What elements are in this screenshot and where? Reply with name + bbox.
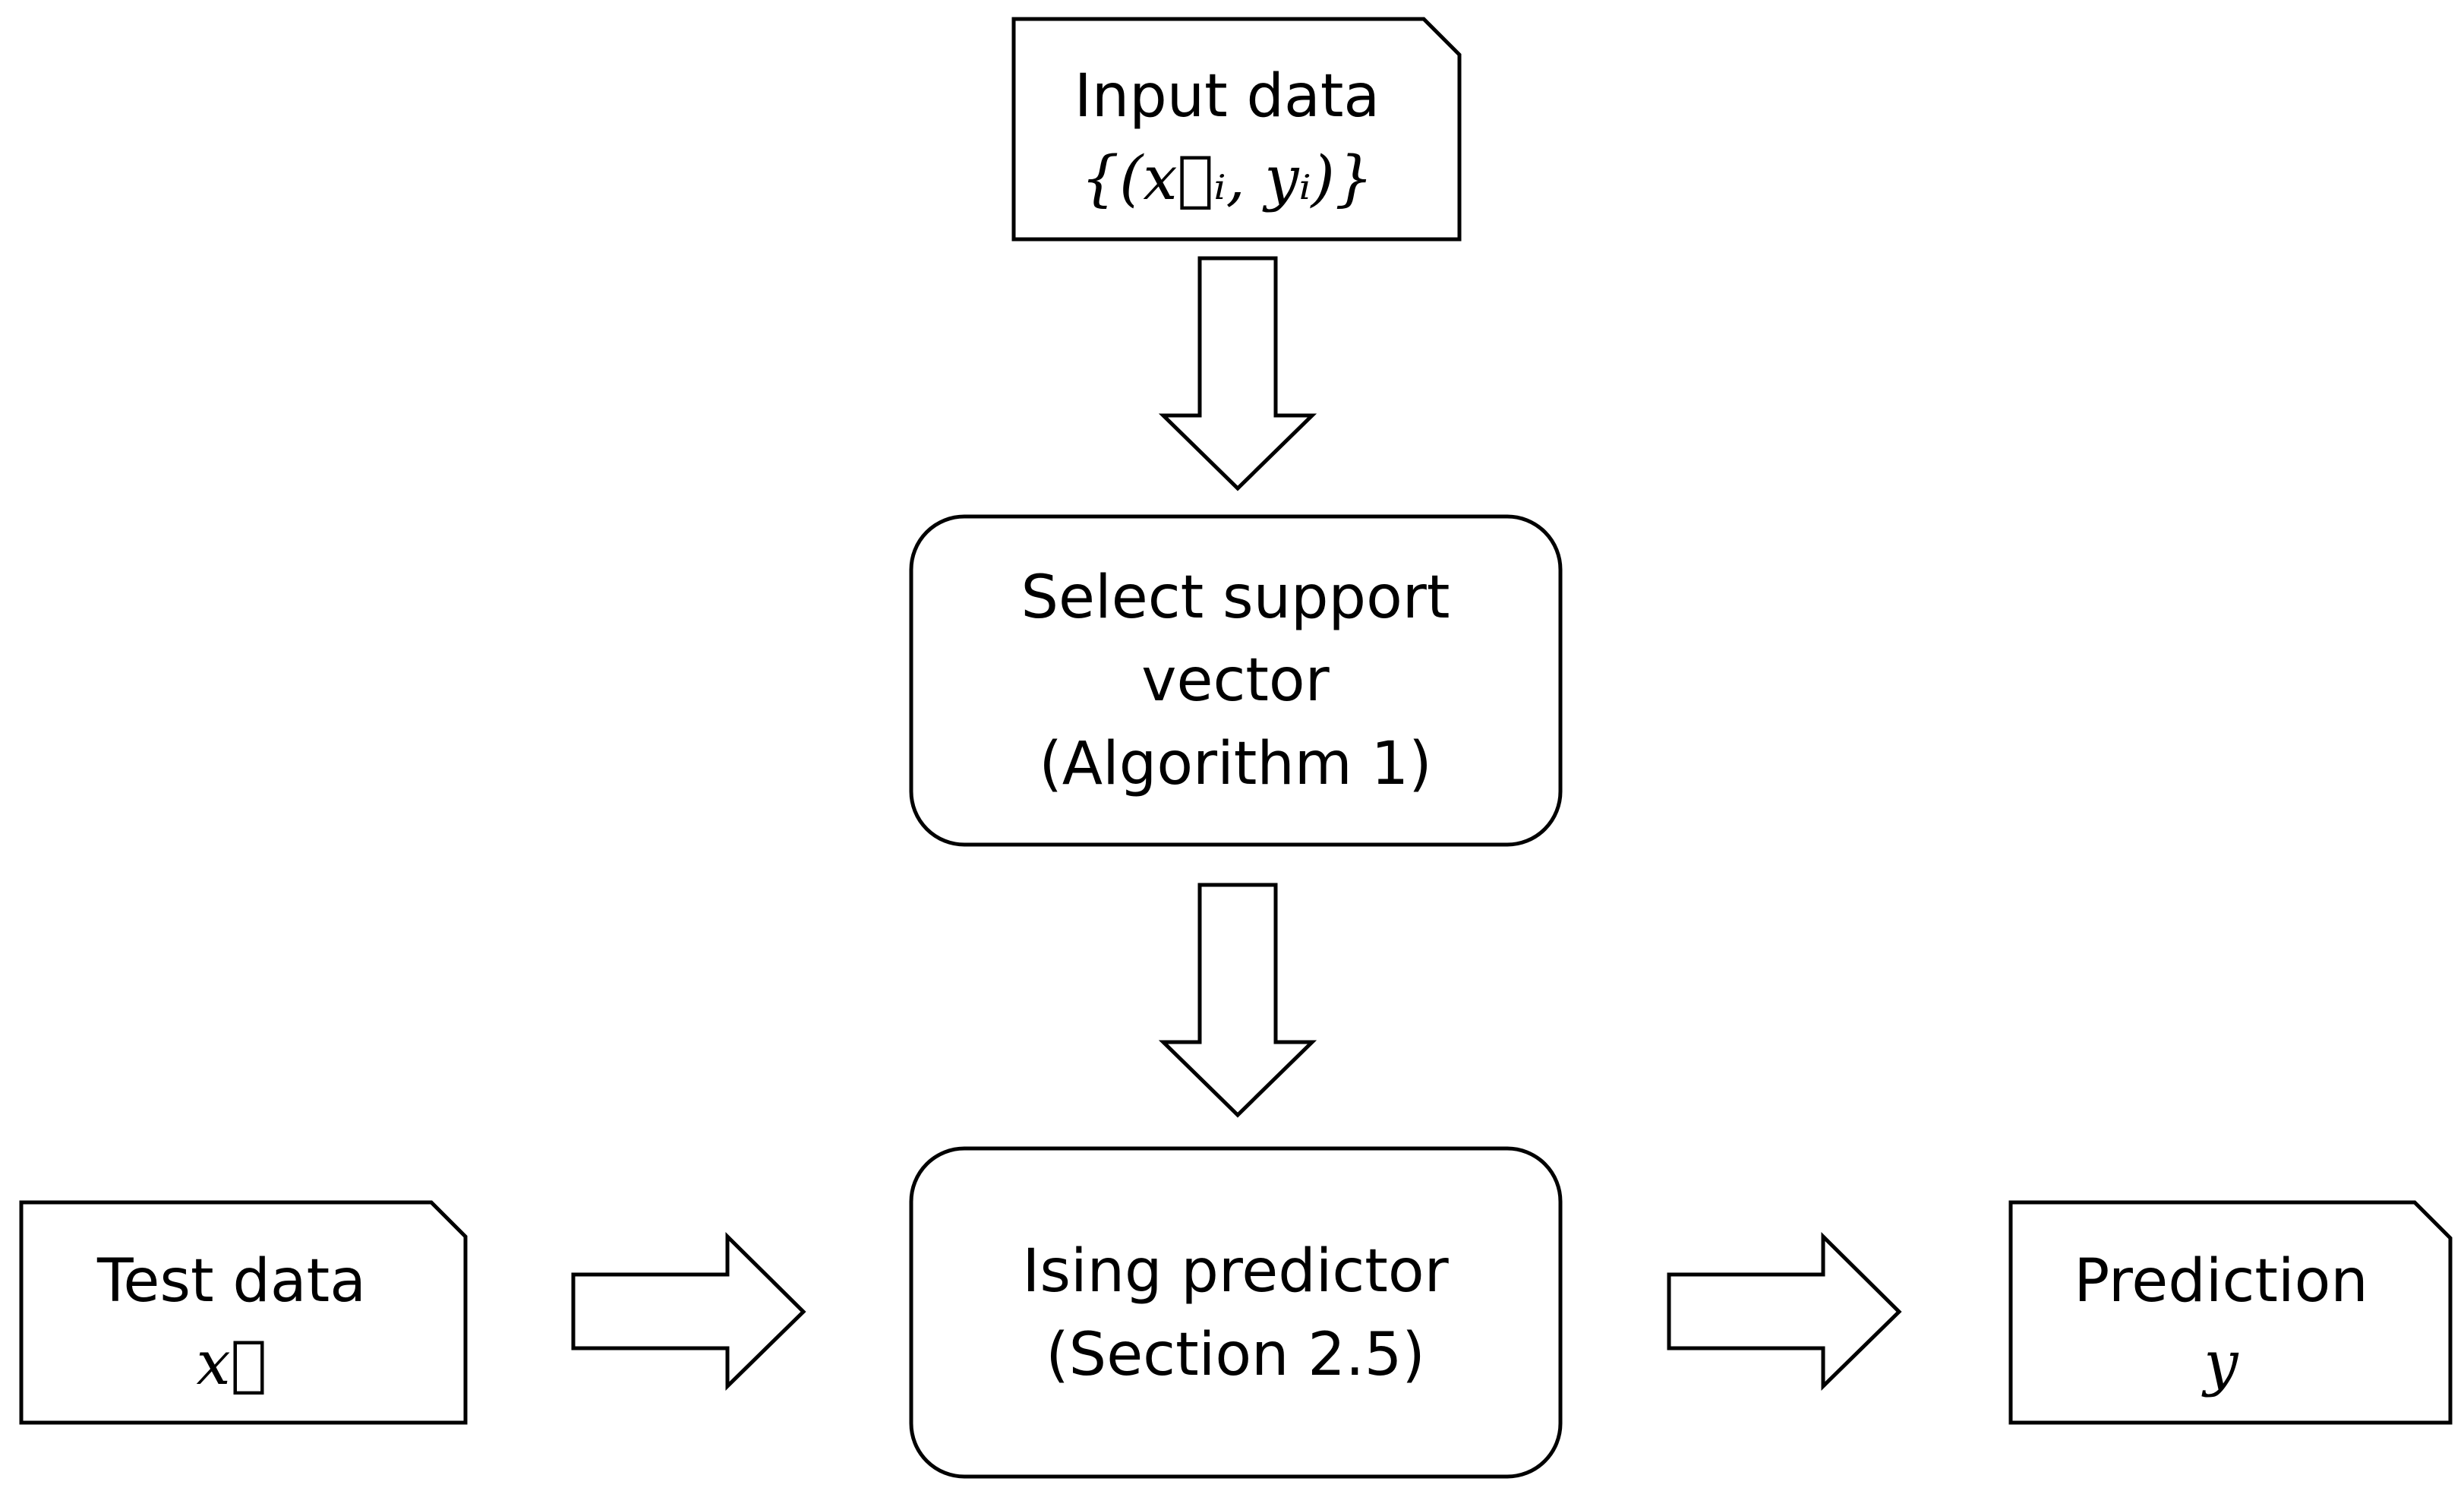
input-data-document-shape — [1011, 17, 1462, 242]
prediction-label: Prediction — [2074, 1247, 2368, 1316]
arrow-right-icon — [1667, 1232, 1902, 1391]
ising-predictor-box — [909, 1146, 1563, 1479]
test-data-math: x⃗ — [196, 1328, 267, 1398]
input-data-math: {(x⃗ᵢ, yᵢ)} — [1081, 143, 1374, 213]
select-support-vector-line1: Select support — [1021, 564, 1450, 632]
test-data-node: Test data x⃗ — [19, 1200, 468, 1425]
prediction-node: Prediction y — [2008, 1200, 2453, 1425]
test-data-document-shape — [19, 1200, 468, 1425]
test-data-label: Test data — [96, 1247, 366, 1316]
ising-predictor-line2: (Section 2.5) — [1046, 1321, 1425, 1389]
input-data-node: Input data {(x⃗ᵢ, yᵢ)} — [1011, 17, 1462, 242]
prediction-math: y — [2201, 1328, 2239, 1398]
input-data-label: Input data — [1074, 62, 1380, 131]
select-support-vector-line3: (Algorithm 1) — [1039, 730, 1431, 798]
arrow-down-icon — [1158, 256, 1317, 491]
arrow-right-icon — [571, 1232, 806, 1391]
prediction-document-shape — [2008, 1200, 2453, 1425]
ising-predictor-node: Ising predictor (Section 2.5) — [909, 1146, 1563, 1479]
select-support-vector-line2: vector — [1141, 646, 1330, 715]
ising-predictor-line1: Ising predictor — [1022, 1237, 1449, 1306]
select-support-vector-box — [909, 514, 1563, 847]
arrow-down-icon — [1158, 883, 1317, 1118]
select-support-vector-node: Select support vector (Algorithm 1) — [909, 514, 1563, 847]
